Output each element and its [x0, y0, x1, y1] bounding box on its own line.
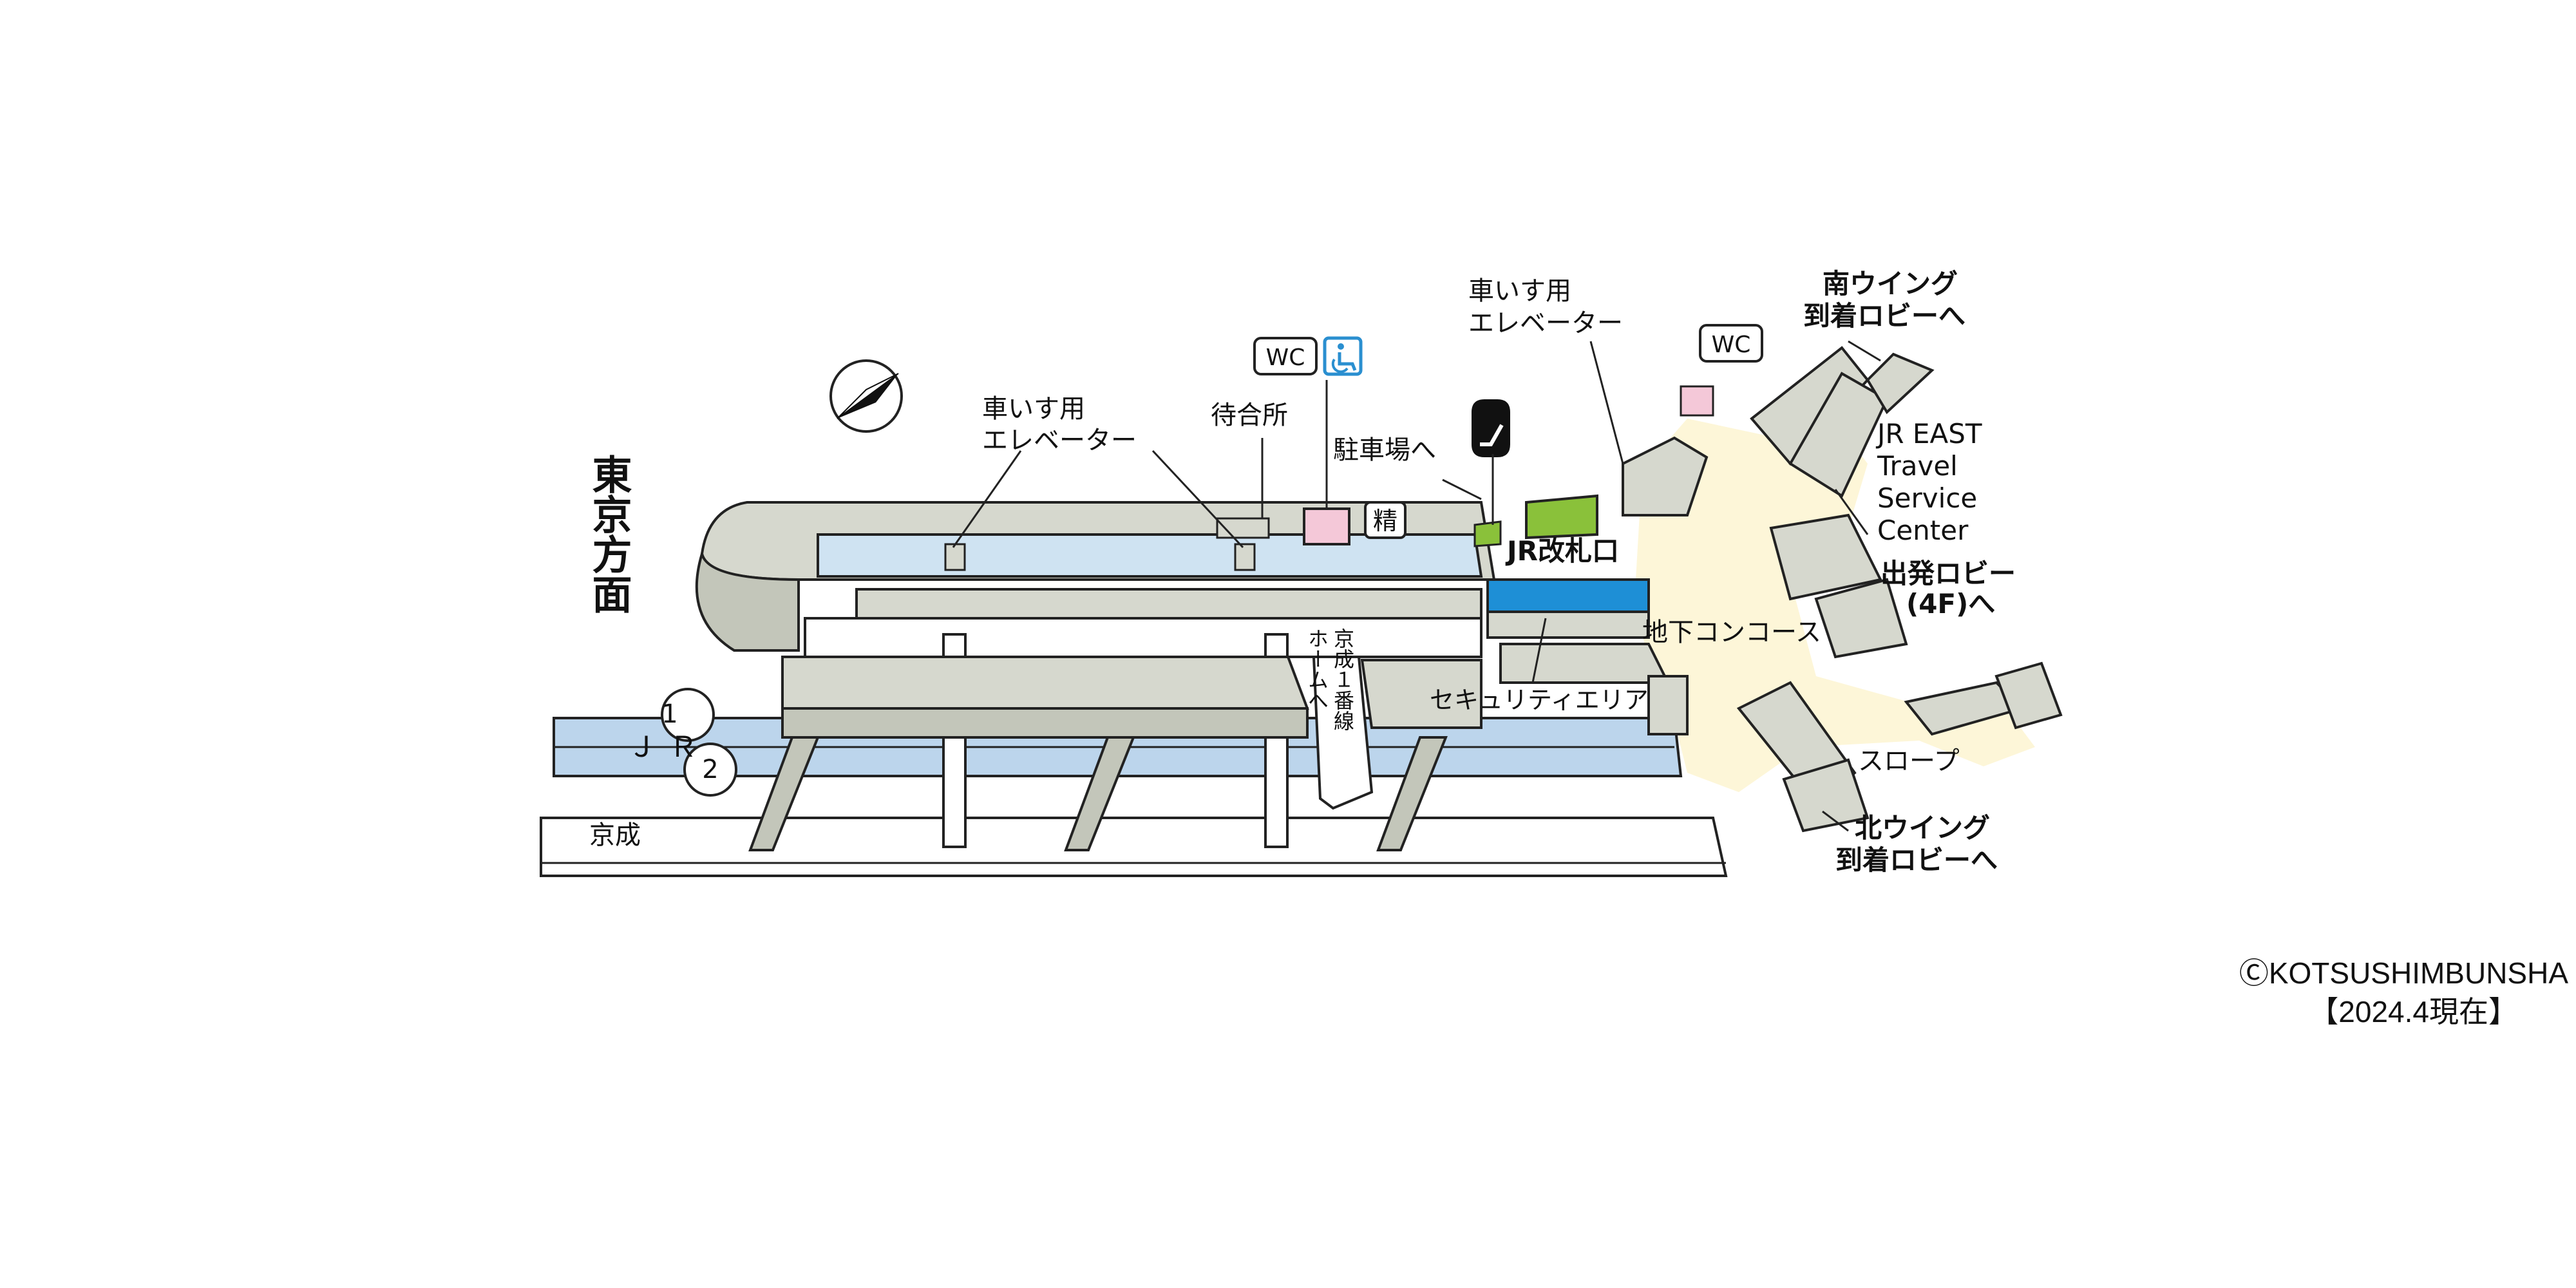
keisei-track: [540, 817, 1728, 877]
north-wing-line2: 到着ロビーへ: [1835, 844, 1998, 876]
wheelchair-icon: [1323, 336, 1363, 376]
wheelchair-elevator-2-line2: エレベーター: [1468, 308, 1623, 338]
north-wing-line1: 北ウイング: [1855, 812, 1990, 844]
compass-icon: [829, 359, 903, 433]
jr-platform-lower: [781, 656, 1309, 739]
travel-center-line4: Center: [1877, 515, 1969, 546]
parking-label: 駐車場へ: [1333, 435, 1436, 465]
jr-gate-label: JR改札口: [1505, 535, 1619, 567]
departure-lobby-line1: 出発ロビー: [1880, 558, 2016, 589]
departure-escalator: [1904, 661, 2063, 736]
underground-concourse-label: 地下コンコース: [1642, 618, 1821, 647]
fare-adjust-label: 精: [1373, 507, 1397, 535]
escalator-icon: [1472, 399, 1510, 457]
track-1-number: 1: [661, 699, 677, 729]
keisei-line-label: 京成: [589, 820, 641, 850]
security-area-label: セキュリティエリア: [1430, 686, 1649, 714]
travel-center-line2: Travel: [1877, 450, 1958, 482]
keisei-connector: [1312, 656, 1482, 810]
wc-label-1: WC: [1266, 345, 1305, 371]
support-pillars: [942, 633, 1289, 848]
travel-center-line1: JR EAST: [1875, 418, 1982, 450]
departure-lobby-line2: (4F)へ: [1906, 588, 1995, 620]
as-of-date: 【2024.4現在】: [2309, 995, 2518, 1028]
wc-blocks: [1303, 385, 1714, 545]
leader-lines: [952, 340, 1881, 832]
jr-line-label: ＪＲ: [628, 731, 710, 764]
keisei-platform-line1: 京成１番線: [1331, 628, 1355, 731]
wheelchair-elevator-2-line1: 車いす用: [1468, 276, 1571, 306]
wheelchair-elevator-1-line2: エレベーター: [982, 426, 1137, 455]
tokyo-direction-label: 東京方面: [585, 454, 632, 614]
track-escalators: [748, 736, 1448, 851]
fare-adjust-box: [1364, 501, 1406, 539]
wc-label-2: WC: [1712, 332, 1751, 358]
south-wing-structures: [1622, 346, 1935, 659]
restroom-icon: [1253, 324, 1763, 375]
track-2-number: 2: [702, 755, 718, 784]
concourse-area: [1486, 412, 2035, 792]
jr-gate-block: [1473, 494, 1598, 547]
waiting-room-label: 待合所: [1211, 401, 1288, 430]
north-wing-escalator: [1736, 681, 1870, 833]
track-number-circles: [661, 688, 737, 797]
copyright-credit: ⒸKOTSUSHIMBUNSHA: [2239, 956, 2568, 990]
direction-label: 東京方面: [585, 454, 632, 614]
slope-label: スロープ: [1858, 746, 1960, 776]
jr-platform-upper: [695, 501, 1496, 658]
wheelchair-elevator-1-line1: 車いす用: [982, 394, 1085, 424]
south-wing-line2: 到着ロビーへ: [1803, 300, 1965, 332]
travel-center-line3: Service: [1877, 482, 1977, 514]
keisei-platform-line2: ホームへ: [1305, 628, 1329, 710]
south-wing-line1: 南ウイング: [1823, 268, 1958, 299]
